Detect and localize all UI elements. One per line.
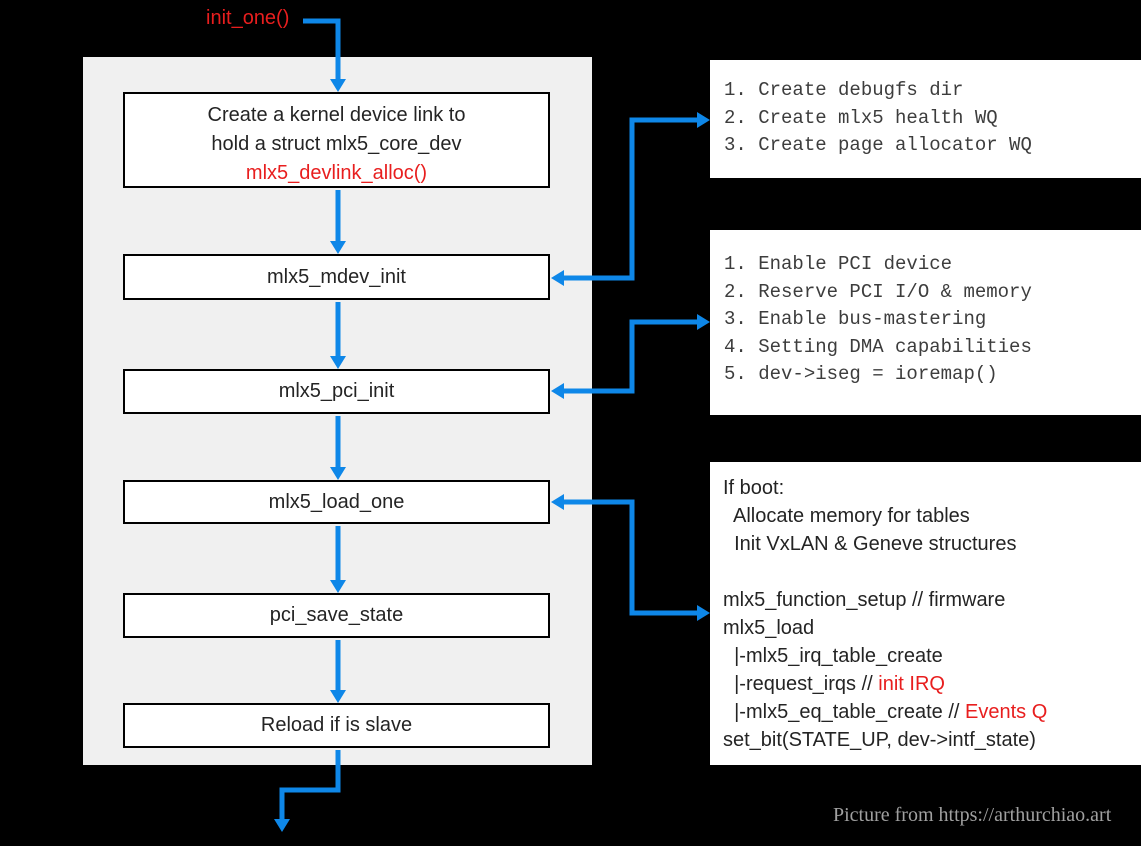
flow-box-devlink-alloc: Create a kernel device link to hold a st… bbox=[123, 92, 550, 188]
flow-box-line: hold a struct mlx5_core_dev bbox=[211, 133, 462, 155]
note-line: |-mlx5_irq_table_create bbox=[723, 645, 943, 667]
flow-box-pci-save-state: pci_save_state bbox=[123, 593, 550, 638]
flow-box-mlx5-mdev-init: mlx5_mdev_init bbox=[123, 254, 550, 300]
note-line: Allocate memory for tables bbox=[723, 505, 970, 527]
note-line: 2. Create mlx5 health WQ bbox=[724, 106, 998, 129]
note-line: 1. Enable PCI device bbox=[724, 253, 953, 275]
note-line bbox=[723, 561, 1141, 589]
note-line: |-mlx5_eq_table_create // Events Q bbox=[723, 701, 1048, 723]
note-line: If boot: bbox=[723, 477, 785, 499]
note-load-one-details: If boot: Allocate memory for tables Init… bbox=[710, 462, 1141, 765]
note-line: set_bit(STATE_UP, dev->intf_state) bbox=[723, 729, 1036, 751]
flow-box-red-line: mlx5_devlink_alloc() bbox=[245, 162, 428, 184]
note-line: 5. dev->iseg = ioremap() bbox=[724, 363, 998, 385]
note-mdev-init-steps: 1. Create debugfs dir 2. Create mlx5 hea… bbox=[710, 60, 1141, 178]
note-line: Init VxLAN & Geneve structures bbox=[723, 533, 1017, 555]
flow-box-mlx5-load-one: mlx5_load_one bbox=[123, 480, 550, 524]
entry-function-label: init_one() bbox=[206, 7, 290, 29]
note-line: 3. Enable bus-mastering bbox=[724, 308, 987, 330]
attribution-text: Picture from https://arthurchiao.art bbox=[833, 804, 1112, 826]
note-line: mlx5_function_setup // firmware bbox=[723, 589, 1006, 611]
note-line: |-request_irqs // init IRQ bbox=[723, 673, 945, 695]
note-line: 3. Create page allocator WQ bbox=[724, 134, 1032, 156]
note-line: 2. Reserve PCI I/O & memory bbox=[724, 280, 1032, 303]
note-pci-init-steps: 1. Enable PCI device 2. Reserve PCI I/O … bbox=[710, 230, 1141, 415]
note-line: mlx5_load bbox=[723, 617, 815, 639]
flow-box-line: Create a kernel device link to bbox=[207, 104, 466, 126]
note-line: 4. Setting DMA capabilities bbox=[724, 335, 1032, 358]
flow-box-reload-if-slave: Reload if is slave bbox=[123, 703, 550, 748]
flow-box-mlx5-pci-init: mlx5_pci_init bbox=[123, 369, 550, 414]
note-line: 1. Create debugfs dir bbox=[724, 79, 964, 101]
